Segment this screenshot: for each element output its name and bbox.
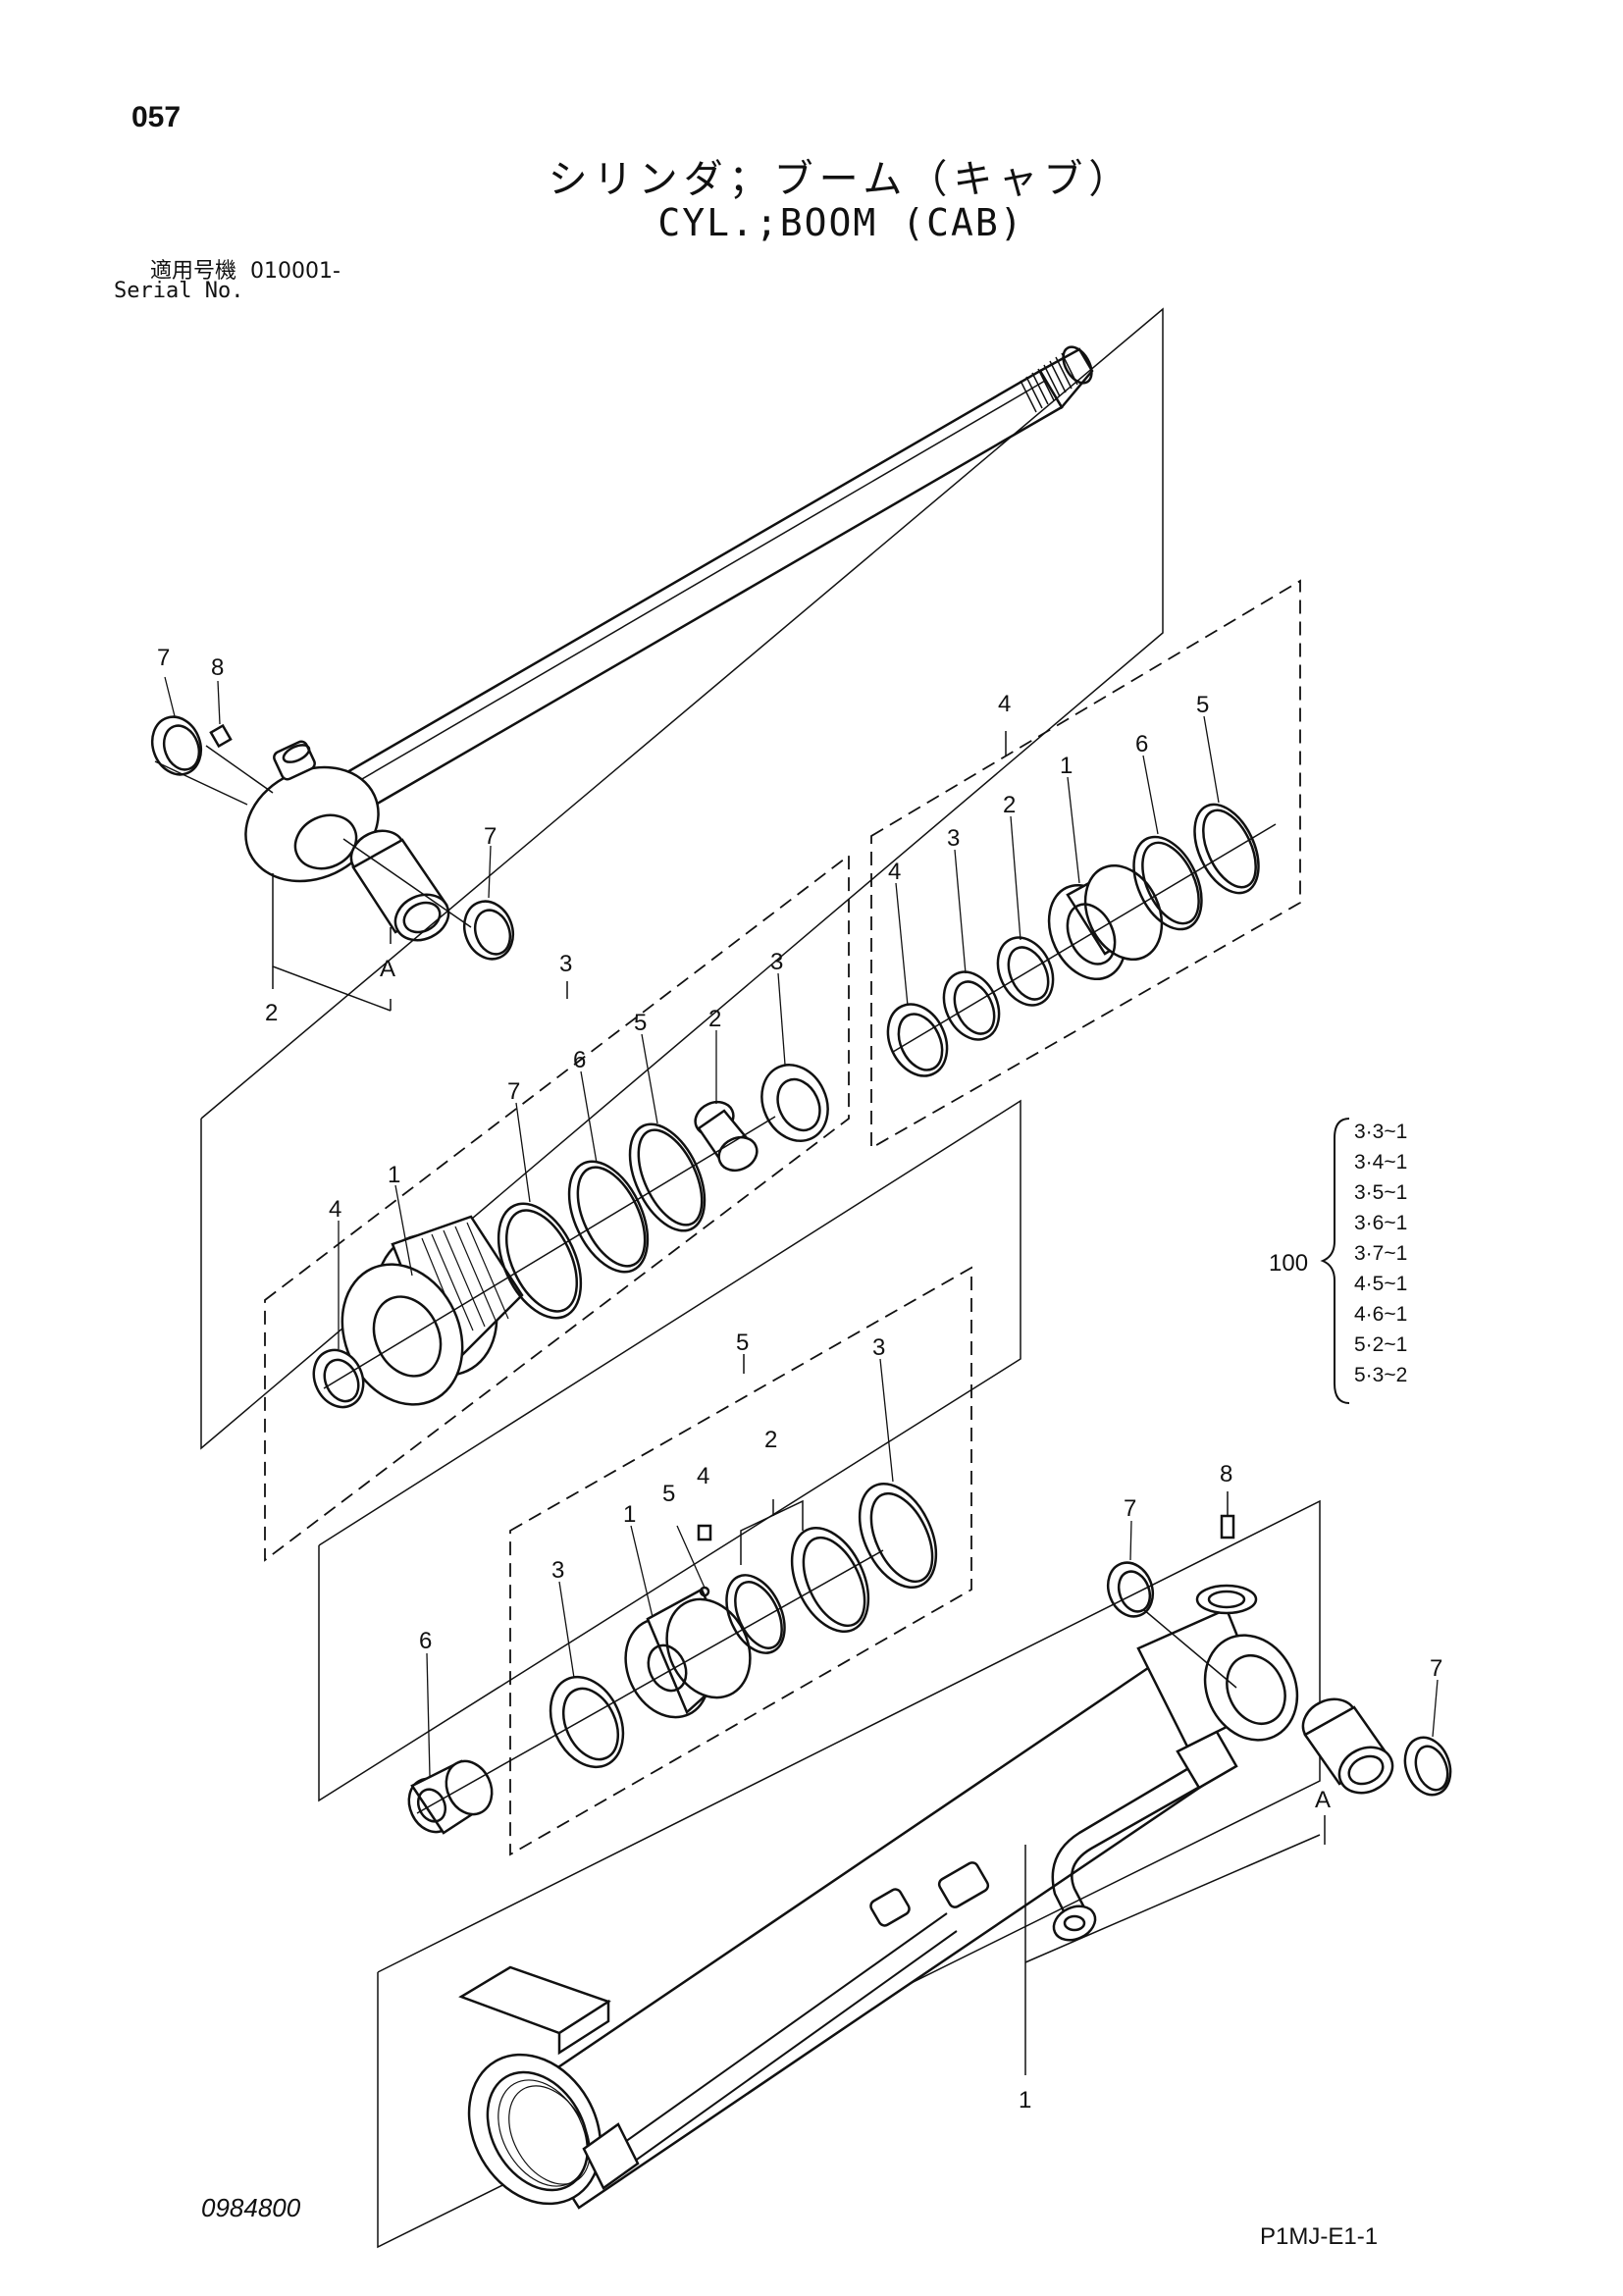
callout-head-ring-5: 5 [634,1010,647,1036]
rod-assembly-outline [200,307,1164,1450]
page-code: P1MJ-E1-1 [1260,2223,1379,2250]
kit-item: 3·4~1 [1354,1151,1407,1174]
callout-head-ring-6: 6 [573,1047,586,1073]
callout-rod-assembly: 2 [265,1000,278,1026]
kit-item: 3·5~1 [1354,1181,1407,1204]
callout-sk-seal-2: 2 [1003,792,1016,818]
kit-item: 5·3~2 [1354,1364,1407,1386]
kit-item: 4·5~1 [1354,1273,1407,1295]
callout-labels: 7 8 7 A 2 3 4 1 7 6 5 2 3 4 4 3 2 1 6 5 … [157,645,1442,2113]
head-group-drawing [264,854,850,1562]
callout-tube-ring-7b: 7 [1430,1655,1442,1682]
callout-head-group: 3 [559,951,572,977]
page-number: 057 [131,101,182,133]
callout-sk-seal-4: 4 [888,859,901,885]
kit-item: 5·2~1 [1354,1333,1407,1356]
drawing-number: 0984800 [201,2193,301,2222]
cylinder-tube-drawing [458,1491,1452,2210]
serial-label-english: Serial No. [114,279,244,303]
callout-piston-rings-2: 2 [764,1427,777,1453]
title-english: CYL.;BOOM (CAB) [657,201,1024,244]
kit-item: 4·6~1 [1354,1303,1407,1326]
callout-sk-seal-3: 3 [947,825,960,852]
callout-head-ring-7: 7 [507,1078,520,1105]
kit-brace [1320,1118,1350,1404]
callout-head-body: 1 [388,1162,400,1188]
serial-label-japanese: 適用号機 010001- [150,253,340,285]
piston-assembly-outline [318,1099,1021,1802]
serial-value: 010001- [250,259,340,284]
callout-piston-ring-3b: 3 [872,1334,885,1361]
piston-group-drawing [407,1266,972,1856]
callout-piston-nut-6: 6 [419,1628,432,1654]
tube-assembly-outline [377,1499,1321,2249]
callout-piston-screw-4: 4 [697,1463,709,1489]
callout-tube-assembly: 1 [1019,2087,1031,2113]
callout-head-seal-3: 3 [770,949,783,975]
callout-rod-grease-fitting: 8 [211,654,224,681]
seal-kit-list: 100 3·3~1 3·4~1 3·5~1 3·6~1 3·7~1 4·5~1 … [1269,1121,1407,1386]
title-japanese: シリンダ；ブーム（キャブ） [548,157,1134,202]
kit-item: 3·6~1 [1354,1212,1407,1234]
callout-rod-eye-ring: 7 [484,823,497,850]
callout-head-seal-4: 4 [329,1196,341,1223]
callout-sk-ring-5: 5 [1196,692,1209,718]
callout-piston-body: 1 [623,1501,636,1528]
piston-rod-drawing [150,345,1094,1012]
callout-piston-pin-5: 5 [662,1481,675,1507]
callout-tube-bushing-ref: A [1315,1787,1331,1813]
callout-seal-kit-group: 4 [998,691,1011,717]
serial-label-jp-text: 適用号機 [150,259,237,284]
callout-rod-ring-left: 7 [157,645,170,671]
seal-kit-group-drawing [870,579,1301,1150]
callout-leaders [164,676,1439,1777]
kit-item: 3·7~1 [1354,1242,1407,1265]
callout-piston-ring-3a: 3 [551,1557,564,1584]
callout-sk-ring-6: 6 [1135,731,1148,757]
callout-sk-body-1: 1 [1060,753,1073,779]
callout-piston-group: 5 [736,1330,749,1356]
kit-item: 3·3~1 [1354,1121,1407,1143]
callout-rod-bushing-ref: A [380,956,395,982]
kit-number: 100 [1269,1250,1308,1277]
callout-head-bushing-2: 2 [708,1006,721,1032]
callout-tube-grease-8: 8 [1220,1461,1232,1487]
callout-tube-ring-7a: 7 [1124,1495,1136,1522]
